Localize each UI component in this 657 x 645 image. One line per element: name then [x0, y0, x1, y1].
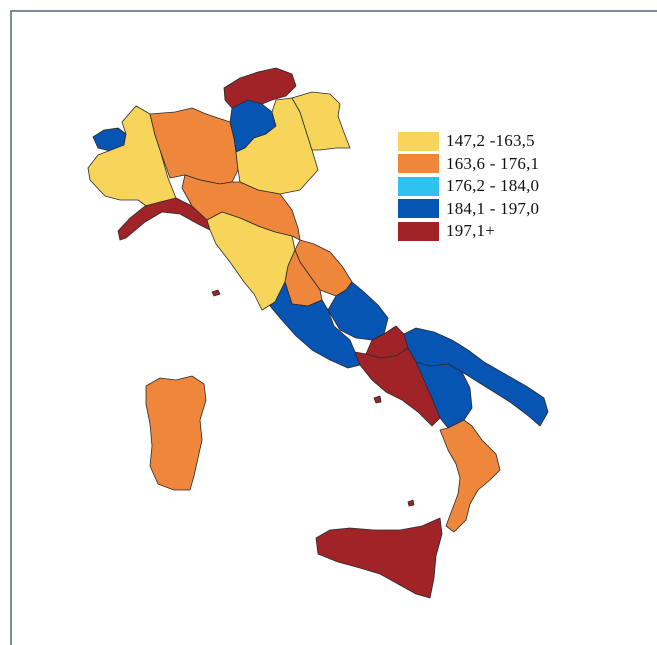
region-abruzzo: [327, 281, 389, 341]
legend-item: 147,2 -163,5: [398, 131, 539, 152]
legend-label-4: 184,1 - 197,0: [446, 198, 540, 218]
region-calabria: [439, 419, 501, 533]
region-alto-adige: [223, 67, 297, 109]
region-lombardia: [149, 107, 239, 185]
island-aeolian: [407, 499, 415, 507]
region-sardegna: [145, 375, 207, 491]
region-friuli: [291, 91, 351, 151]
legend-swatch-5: [398, 221, 439, 241]
legend-item: 184,1 - 197,0: [398, 199, 539, 220]
island-elba: [211, 289, 221, 297]
map-legend: 147,2 -163,5 163,6 - 176,1 176,2 - 184,0…: [398, 131, 539, 244]
legend-item: 163,6 - 176,1: [398, 154, 539, 175]
legend-label-1: 147,2 -163,5: [446, 131, 535, 151]
legend-swatch-2: [398, 154, 439, 174]
legend-swatch-3: [398, 176, 439, 196]
region-sicilia: [315, 517, 443, 599]
island-ischia: [373, 395, 382, 404]
region-basilicata: [415, 361, 473, 429]
legend-label-5: 197,1+: [446, 221, 496, 241]
legend-label-2: 163,6 - 176,1: [446, 153, 540, 173]
legend-label-3: 176,2 - 184,0: [446, 176, 540, 196]
legend-item: 176,2 - 184,0: [398, 176, 539, 197]
legend-swatch-4: [398, 199, 439, 219]
legend-item: 197,1+: [398, 221, 539, 242]
legend-swatch-1: [398, 131, 439, 151]
